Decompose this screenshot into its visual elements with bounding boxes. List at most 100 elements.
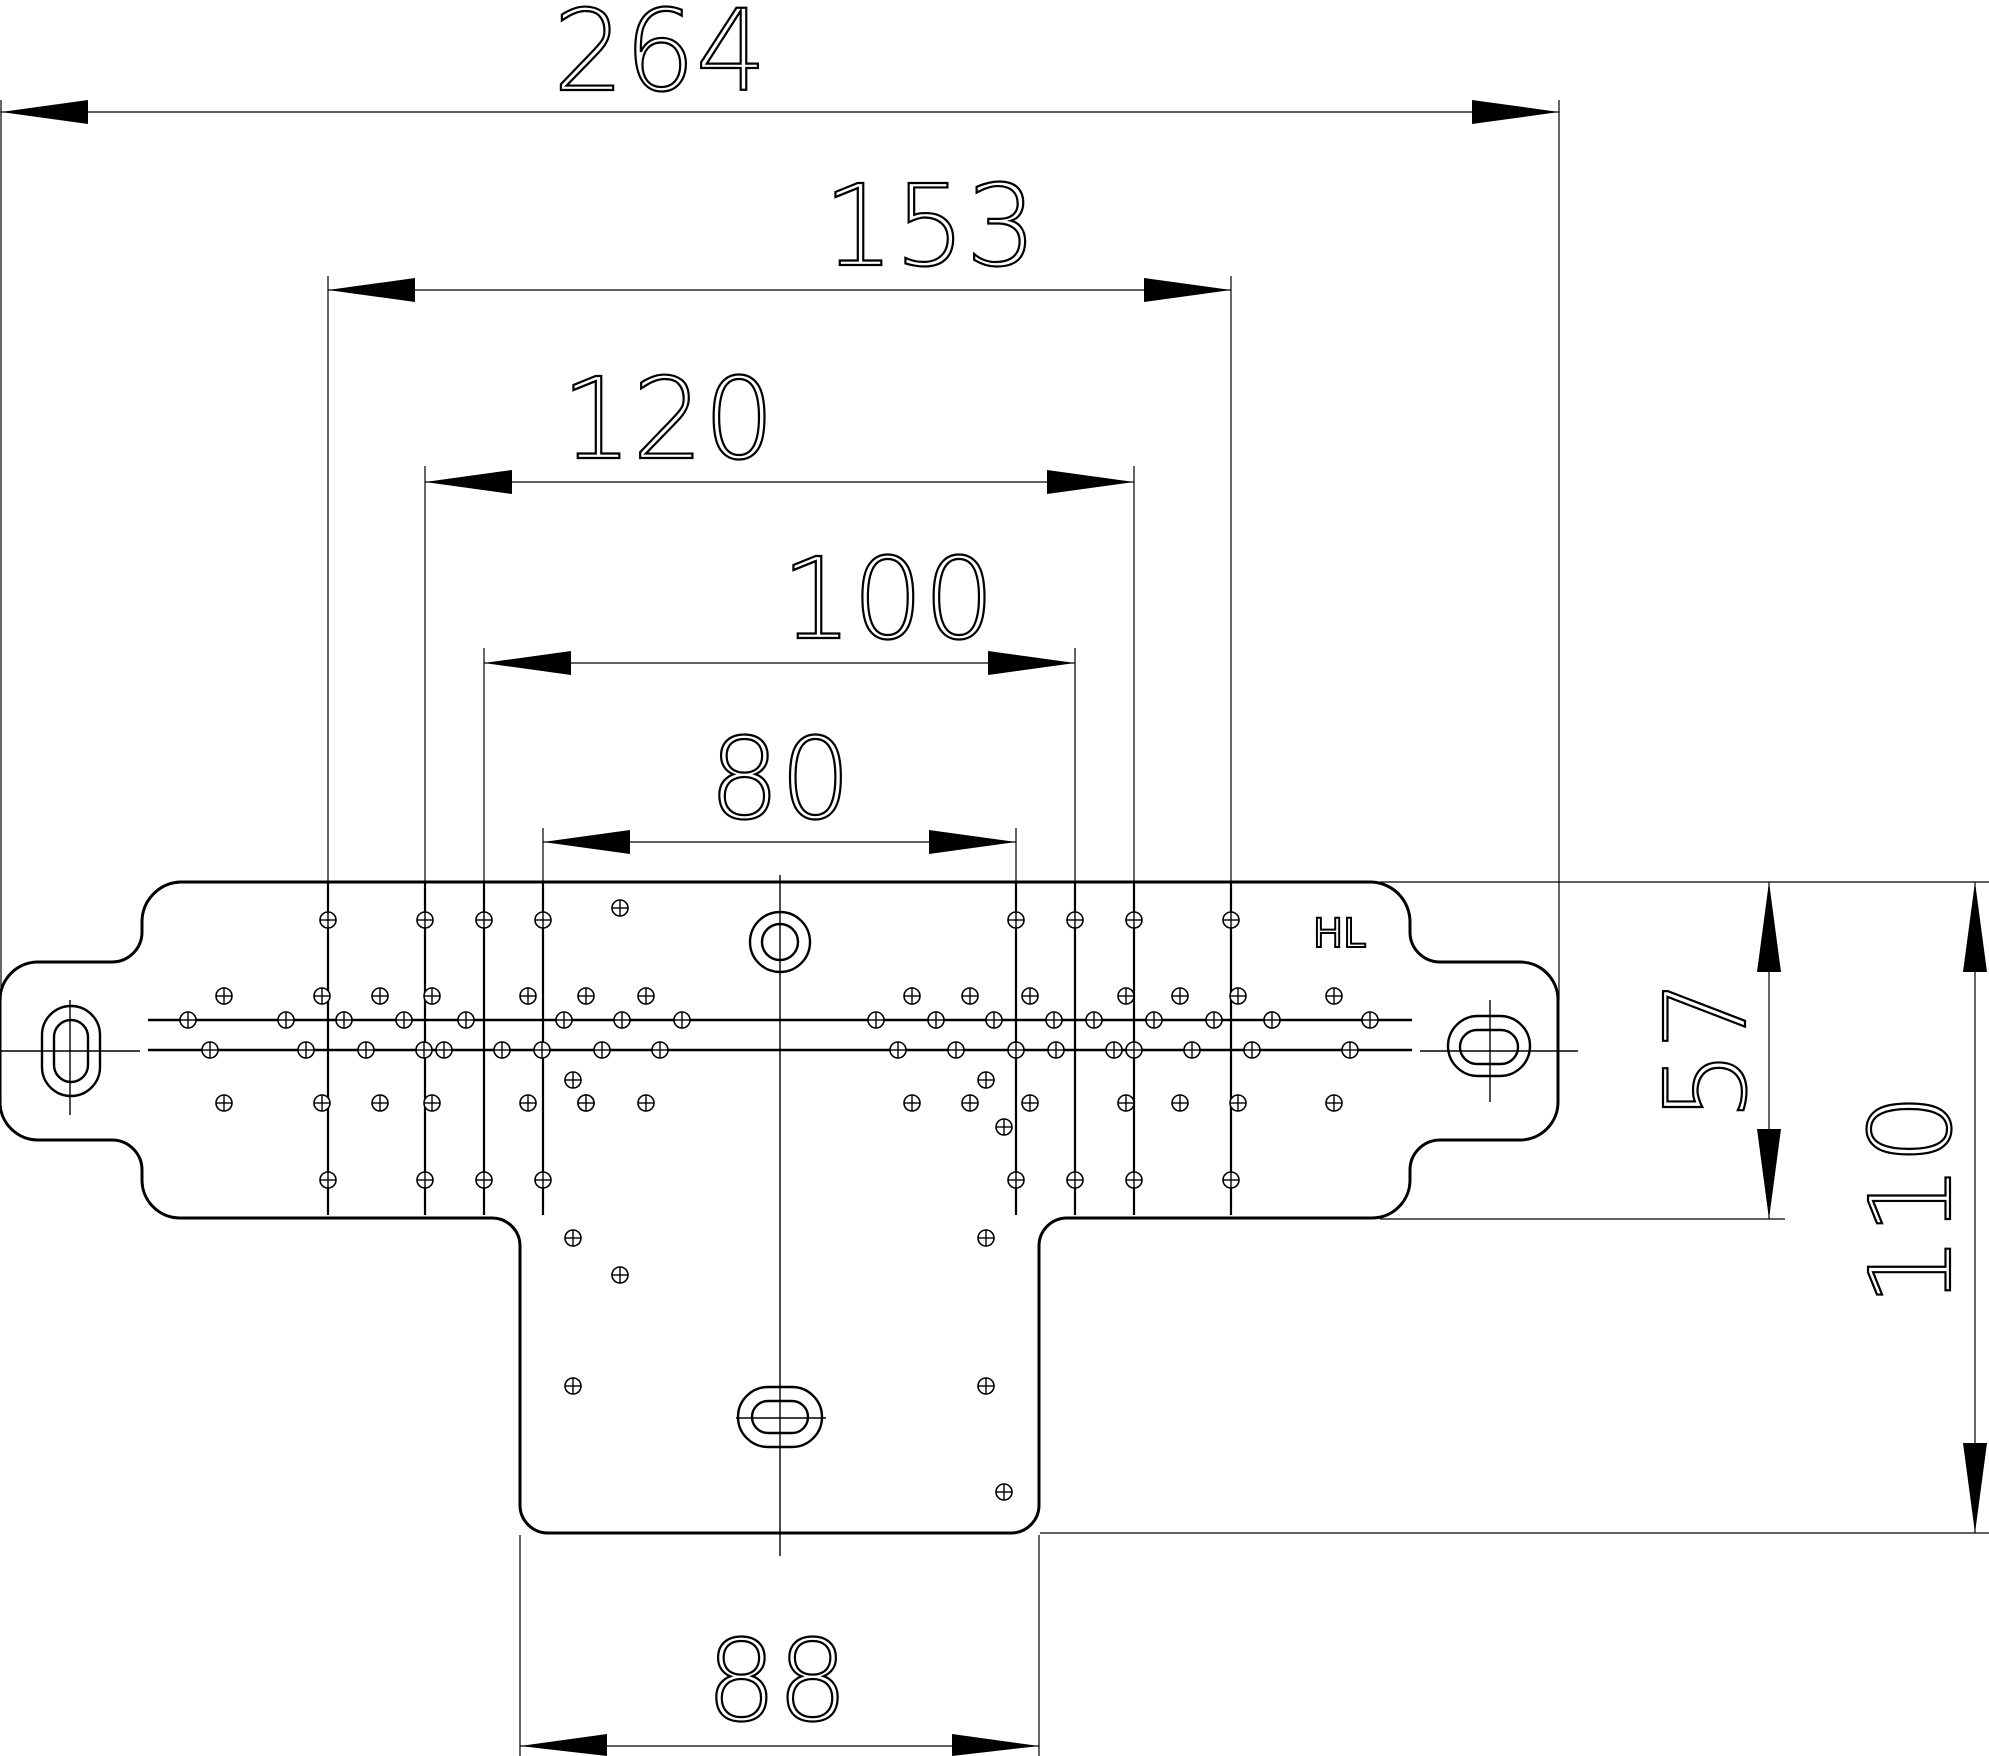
small-hole — [637, 987, 655, 1005]
small-hole — [903, 1094, 921, 1112]
small-hole — [1007, 911, 1025, 929]
small-hole — [1125, 911, 1143, 929]
small-hole — [415, 1041, 433, 1059]
small-hole — [1229, 987, 1247, 1005]
dim-overall-width: 264 — [553, 0, 767, 117]
small-hole — [1222, 911, 1240, 929]
small-hole — [977, 1229, 995, 1247]
slot-bottom — [736, 1385, 824, 1449]
small-hole — [1325, 1094, 1343, 1112]
dim-inner-hole-pitch: 80 — [709, 715, 852, 845]
small-hole — [179, 1011, 197, 1029]
small-hole — [1021, 987, 1039, 1005]
small-hole — [534, 1171, 552, 1189]
slot-right — [1446, 1014, 1532, 1078]
small-hole — [1171, 1094, 1189, 1112]
small-hole — [416, 1171, 434, 1189]
small-hole — [319, 1171, 337, 1189]
dimension-lines — [1, 111, 1976, 1747]
dim-outer-hole-pitch: 153 — [823, 162, 1037, 292]
plate-marking: HL — [1313, 911, 1366, 957]
small-hole — [903, 987, 921, 1005]
small-hole — [371, 987, 389, 1005]
small-hole — [564, 1229, 582, 1247]
small-hole — [961, 987, 979, 1005]
small-hole — [1222, 1171, 1240, 1189]
small-hole — [577, 987, 595, 1005]
slot-left — [40, 1004, 102, 1098]
small-hole — [555, 1011, 573, 1029]
dim-arm-height: 57 — [1642, 979, 1772, 1122]
center-round-hole — [748, 910, 812, 974]
center-lines — [0, 875, 1578, 1556]
small-hole — [651, 1041, 669, 1059]
small-hole — [1047, 1041, 1065, 1059]
small-hole — [1066, 1171, 1084, 1189]
small-hole — [395, 1011, 413, 1029]
small-hole — [564, 1377, 582, 1395]
small-hole — [1007, 1041, 1025, 1059]
small-hole — [371, 1094, 389, 1112]
small-hole — [493, 1041, 511, 1059]
small-hole — [1183, 1041, 1201, 1059]
small-hole — [1066, 911, 1084, 929]
small-hole — [457, 1011, 475, 1029]
dim-hole-pitch-100: 100 — [781, 535, 995, 665]
small-hole — [1007, 1171, 1025, 1189]
small-hole — [613, 1011, 631, 1029]
small-hole — [215, 1094, 233, 1112]
small-hole — [673, 1011, 691, 1029]
small-hole — [319, 911, 337, 929]
small-hole — [475, 1171, 493, 1189]
small-hole — [1263, 1011, 1281, 1029]
small-hole — [889, 1041, 907, 1059]
dim-hole-pitch-120: 120 — [561, 355, 775, 485]
small-hole — [1125, 1171, 1143, 1189]
small-hole — [423, 1094, 441, 1112]
small-hole — [1205, 1011, 1223, 1029]
small-hole — [475, 911, 493, 929]
small-hole — [577, 1094, 595, 1112]
small-hole — [435, 1041, 453, 1059]
small-hole — [1361, 1011, 1379, 1029]
small-hole — [637, 1094, 655, 1112]
dim-tab-width: 88 — [706, 1617, 849, 1747]
small-hole — [611, 1266, 629, 1284]
small-hole — [867, 1011, 885, 1029]
small-hole — [611, 899, 629, 917]
small-hole — [1085, 1011, 1103, 1029]
small-hole — [335, 1011, 353, 1029]
small-hole — [985, 1011, 1003, 1029]
small-hole — [1125, 1041, 1143, 1059]
small-hole — [961, 1094, 979, 1112]
arrowheads — [1, 100, 1987, 1756]
small-hole — [297, 1041, 315, 1059]
small-hole — [1171, 987, 1189, 1005]
small-hole — [215, 987, 233, 1005]
small-hole — [947, 1041, 965, 1059]
extension-lines — [0, 100, 1989, 1756]
small-hole — [423, 987, 441, 1005]
small-hole — [519, 987, 537, 1005]
small-hole — [1341, 1041, 1359, 1059]
small-hole — [1117, 987, 1135, 1005]
small-hole — [313, 987, 331, 1005]
small-hole — [1229, 1094, 1247, 1112]
small-hole — [533, 1041, 551, 1059]
small-hole — [313, 1094, 331, 1112]
plate-outline — [0, 880, 1560, 1535]
small-hole — [564, 1071, 582, 1089]
small-hole — [201, 1041, 219, 1059]
small-hole — [995, 1483, 1013, 1501]
dim-overall-height: 110 — [1847, 1093, 1977, 1307]
small-hole — [927, 1011, 945, 1029]
small-holes — [179, 899, 1379, 1501]
small-hole — [416, 911, 434, 929]
small-hole — [277, 1011, 295, 1029]
small-hole — [1021, 1094, 1039, 1112]
small-hole — [1145, 1011, 1163, 1029]
small-hole — [1045, 1011, 1063, 1029]
small-hole — [977, 1071, 995, 1089]
small-hole — [977, 1377, 995, 1395]
